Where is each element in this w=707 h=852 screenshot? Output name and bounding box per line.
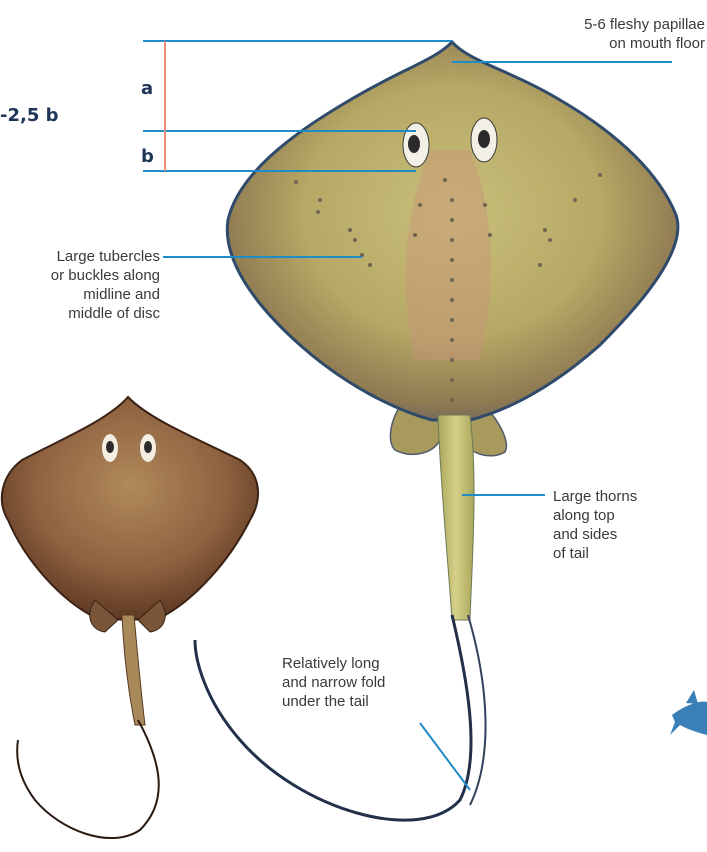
callout-fold: Relatively long and narrow fold under th… xyxy=(282,654,432,711)
measurement-label-b: b xyxy=(141,146,154,167)
callout-thorns: Large thorns along top and sides of tail xyxy=(553,487,703,563)
small-tail xyxy=(122,615,145,725)
callout-papillae: 5-6 fleshy papillae on mouth floor xyxy=(520,15,705,53)
measurement-ratio: -2,5 b xyxy=(0,105,59,126)
small-tail-whip xyxy=(17,720,159,838)
large-stingray xyxy=(195,42,678,820)
small-stingray xyxy=(2,397,258,838)
leader-fold xyxy=(420,723,470,790)
large-tail-whip xyxy=(195,615,471,820)
callout-tubercles: Large tubercles or buckles along midline… xyxy=(20,247,160,323)
measurement-label-a: a xyxy=(141,78,153,99)
large-tail xyxy=(438,415,474,620)
small-disc xyxy=(2,397,258,620)
shark-icon xyxy=(670,690,707,735)
